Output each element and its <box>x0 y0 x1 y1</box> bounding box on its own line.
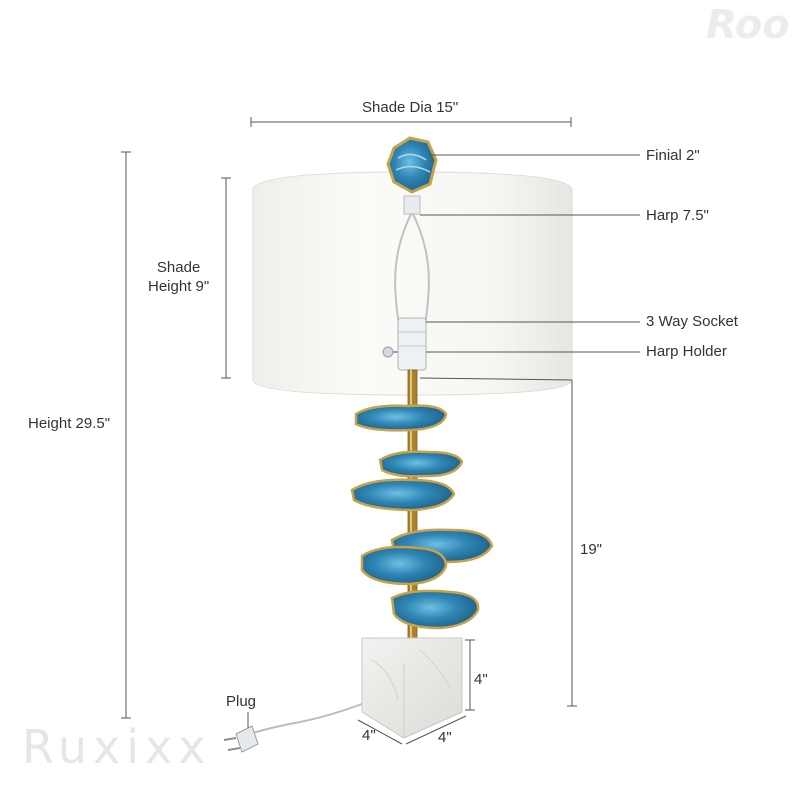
socket <box>382 317 427 371</box>
brand-watermark: Ruxixx <box>22 720 212 774</box>
base-depth-label: 4" <box>438 729 452 746</box>
agate-slice <box>378 450 464 478</box>
shade-height-line1: Shade <box>156 259 201 276</box>
shade-diameter-label: Shade Dia 15" <box>362 99 459 116</box>
plug <box>223 725 259 753</box>
finial-label: Finial 2" <box>646 147 700 164</box>
socket-label: 3 Way Socket <box>646 313 738 330</box>
agate-slice <box>390 589 480 630</box>
plug-label: Plug <box>226 693 257 710</box>
dimension-lines <box>121 117 640 745</box>
base-to-shade-height-label: 19" <box>580 541 603 558</box>
base-width-label: 4" <box>362 727 376 744</box>
overall-height-label: Height 29.5" <box>28 415 111 432</box>
harp-label: Harp 7.5" <box>646 207 709 224</box>
finial-agate <box>386 136 438 194</box>
agate-slice <box>354 404 448 432</box>
corner-watermark: Roo <box>706 2 790 48</box>
harp-holder-label: Harp Holder <box>646 343 727 360</box>
marble-base <box>361 637 463 739</box>
agate-slice <box>360 545 448 586</box>
agate-slice <box>350 478 456 512</box>
base-height-label: 4" <box>474 671 488 688</box>
harp-top-clip <box>403 195 421 215</box>
power-cord <box>249 703 363 735</box>
shade-height-line2: Height 9" <box>148 278 210 295</box>
shade-height-label: Shade Height 9" <box>148 258 209 296</box>
